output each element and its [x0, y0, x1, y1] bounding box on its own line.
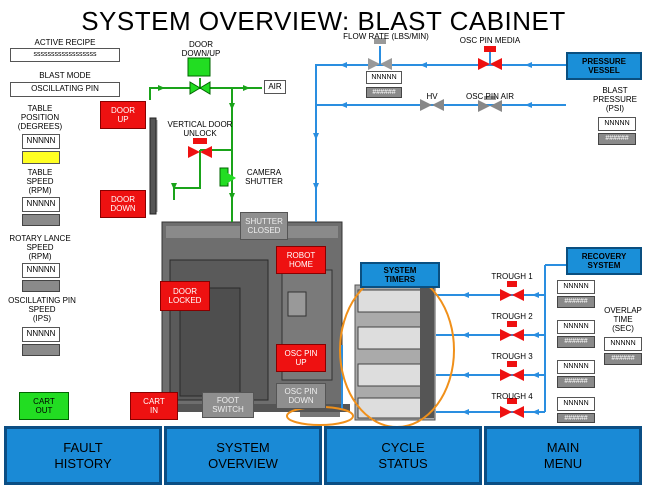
- recovery-system-button[interactable]: RECOVERY SYSTEM: [566, 247, 642, 275]
- blast-mode-field[interactable]: OSCILLATING PIN: [10, 82, 120, 97]
- shutter-closed-status[interactable]: SHUTTER CLOSED: [240, 212, 288, 240]
- table-position-field[interactable]: NNNNN: [22, 134, 60, 149]
- cart-out-status[interactable]: CART OUT: [19, 392, 69, 420]
- osc-pin-speed-label: OSCILLATING PIN SPEED (IPS): [8, 296, 76, 323]
- door-valve-label: DOOR DOWN/UP: [181, 40, 221, 58]
- trough-2-label: TROUGH 2: [491, 312, 533, 321]
- osc-pin-air-label: OSC PIN AIR: [465, 92, 514, 101]
- flow-rate-field[interactable]: NNNNN: [366, 71, 402, 84]
- osc-pin-media-label: OSC PIN MEDIA: [459, 36, 521, 45]
- system-timers-button[interactable]: SYSTEM TIMERS: [360, 262, 440, 288]
- blast-pressure-field[interactable]: NNNNN: [598, 117, 636, 131]
- rotary-lance-field[interactable]: NNNNN: [22, 263, 60, 278]
- trough-4-bar: ######: [557, 413, 595, 423]
- door-down-status[interactable]: DOOR DOWN: [100, 190, 146, 218]
- active-recipe-label: ACTIVE RECIPE: [34, 38, 96, 47]
- robot-home-status[interactable]: ROBOT HOME: [276, 246, 326, 274]
- flow-rate-label: FLOW RATE (LBS/MIN): [343, 32, 429, 41]
- active-recipe-field[interactable]: ssssssssssssssssss: [10, 48, 120, 62]
- overlap-time-label: OVERLAP TIME (SEC): [604, 306, 642, 333]
- trough-1-field[interactable]: NNNNN: [557, 280, 595, 294]
- osc-pin-up-status[interactable]: OSC PIN UP: [276, 344, 326, 372]
- trough-3-bar: ######: [557, 376, 595, 388]
- door-up-status[interactable]: DOOR UP: [100, 101, 146, 129]
- door-locked-status[interactable]: DOOR LOCKED: [160, 281, 210, 311]
- main-menu-button[interactable]: MAIN MENU: [484, 426, 642, 485]
- overlap-time-field[interactable]: NNNNN: [604, 337, 642, 351]
- system-overview-button[interactable]: SYSTEM OVERVIEW: [164, 426, 322, 485]
- rotary-lance-bar: [22, 280, 60, 292]
- table-position-indicator: [22, 151, 60, 164]
- table-position-label: TABLE POSITION (DEGREES): [17, 104, 63, 131]
- hv-label: HV: [426, 92, 438, 101]
- blast-pressure-label: BLAST PRESSURE (PSI): [592, 86, 637, 113]
- blast-mode-label: BLAST MODE: [39, 71, 91, 80]
- osc-pin-speed-field[interactable]: NNNNN: [22, 327, 60, 342]
- cart-in-status[interactable]: CART IN: [130, 392, 178, 420]
- air-label: AIR: [264, 80, 286, 94]
- table-speed-label: TABLE SPEED (RPM): [26, 168, 54, 195]
- trough-2-bar: ######: [557, 336, 595, 348]
- trough-3-label: TROUGH 3: [491, 352, 533, 361]
- page-title: SYSTEM OVERVIEW: BLAST CABINET: [81, 6, 566, 36]
- osc-pin-down-status[interactable]: OSC PIN DOWN: [276, 383, 326, 409]
- table-speed-bar: [22, 214, 60, 226]
- osc-pin-speed-bar: [22, 344, 60, 356]
- rotary-lance-label: ROTARY LANCE SPEED (RPM): [9, 234, 71, 261]
- blast-pressure-bar: ######: [598, 133, 636, 145]
- door-valve-actuator: [187, 57, 211, 77]
- fault-history-button[interactable]: FAULT HISTORY: [4, 426, 162, 485]
- trough-valves: [500, 281, 524, 418]
- vertical-door-unlock-label: VERTICAL DOOR UNLOCK: [167, 120, 233, 138]
- table-speed-field[interactable]: NNNNN: [22, 197, 60, 212]
- flow-rate-bar: ######: [366, 87, 402, 98]
- pressure-vessel-button[interactable]: PRESSURE VESSEL: [566, 52, 642, 80]
- trough-3-field[interactable]: NNNNN: [557, 360, 595, 374]
- foot-switch-status[interactable]: FOOT SWITCH: [202, 392, 254, 418]
- trough-2-field[interactable]: NNNNN: [557, 320, 595, 334]
- overlap-time-bar: ######: [604, 353, 642, 365]
- trough-1-label: TROUGH 1: [491, 272, 533, 281]
- cycle-status-button[interactable]: CYCLE STATUS: [324, 426, 482, 485]
- trough-4-field[interactable]: NNNNN: [557, 397, 595, 411]
- camera-shutter-label: CAMERA SHUTTER: [245, 168, 283, 186]
- trough-1-bar: ######: [557, 296, 595, 308]
- trough-4-label: TROUGH 4: [491, 392, 533, 401]
